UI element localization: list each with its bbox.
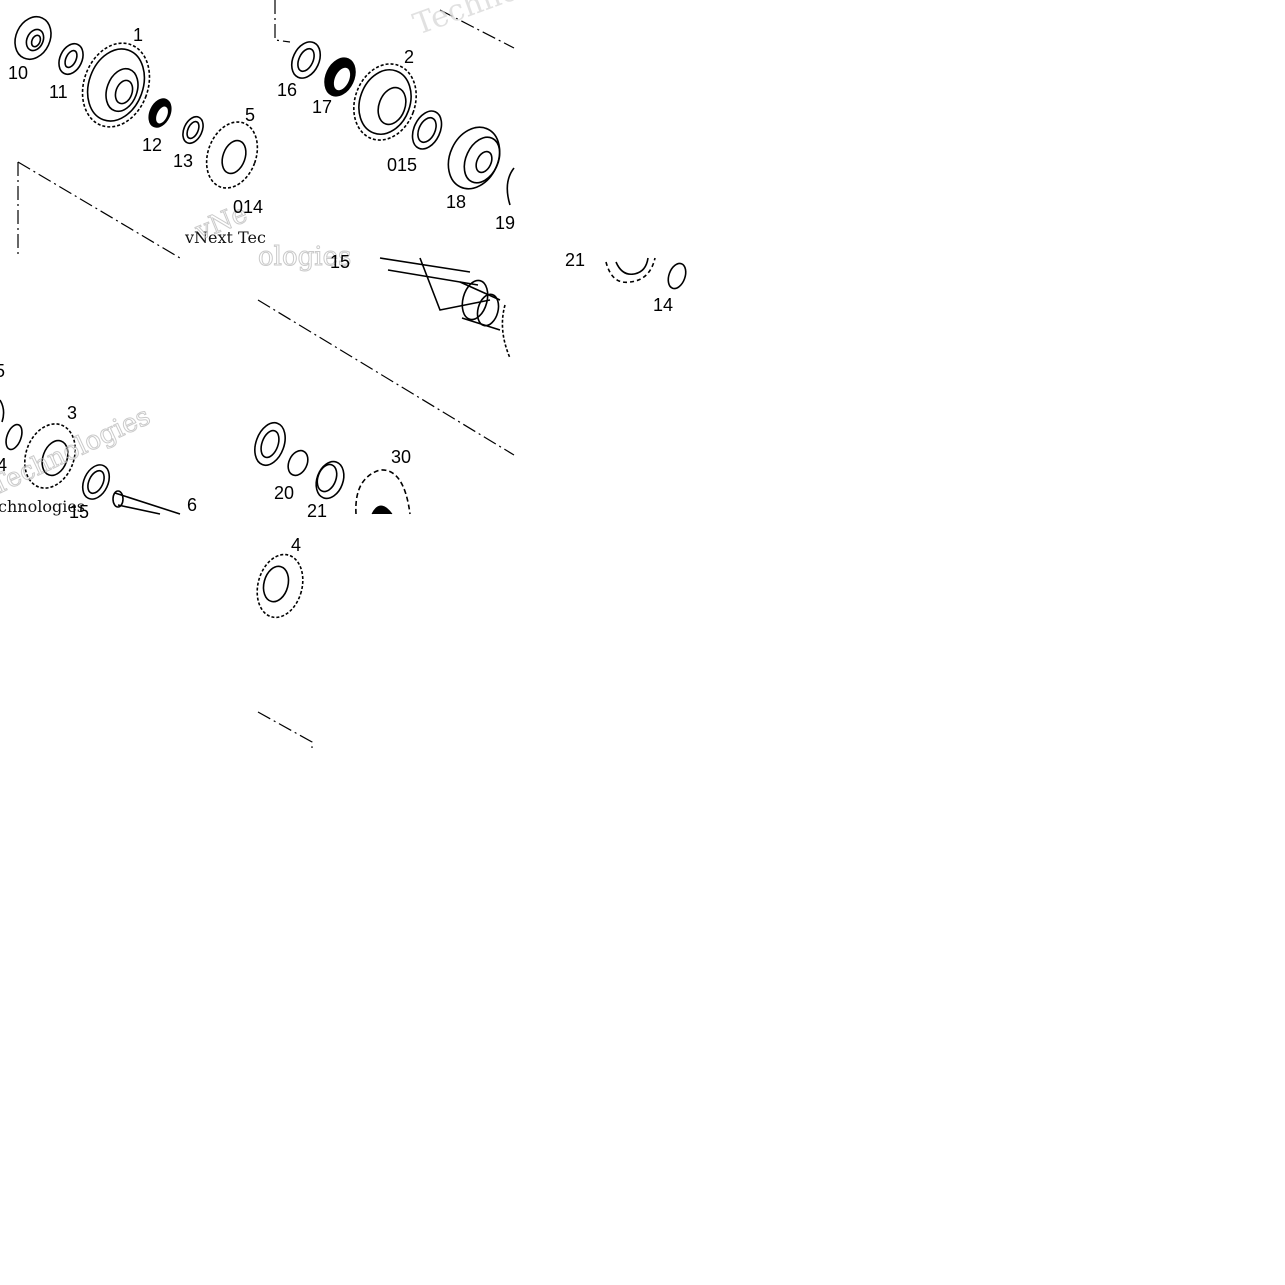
part-label-18: 18	[446, 192, 466, 212]
part-label-3: 3	[67, 403, 77, 423]
washer-part-partial	[254, 421, 286, 467]
bushing-part-21	[315, 460, 345, 500]
part-label-10: 10	[8, 63, 28, 83]
part-label-30: 30	[391, 447, 411, 467]
circlip-part-20	[287, 449, 309, 477]
washer-part-11	[58, 42, 84, 76]
part-label-16: 16	[277, 80, 297, 100]
part-label-5: 5	[0, 361, 5, 381]
part-label-11: 11	[49, 82, 68, 102]
needle-bearing-part-12	[148, 98, 172, 128]
frame-line	[274, 0, 291, 43]
part-label-17: 17	[312, 97, 332, 117]
circlip-part-4	[5, 423, 23, 451]
part-label-2: 2	[404, 47, 414, 67]
circlip-part-14	[667, 262, 687, 290]
part-label-5: 5	[245, 105, 255, 125]
part-label-15: 15	[69, 502, 89, 522]
part-label-21: 21	[307, 501, 327, 521]
part-label-4: 4	[291, 535, 301, 555]
tile-middle-third: 21 14	[565, 250, 687, 315]
watermark-text: vNext Tec	[184, 228, 266, 247]
gear-part-sprocket	[605, 257, 656, 284]
part-label-015: 015	[387, 155, 417, 175]
tile-middle-first: 5 Technologies chnologies 3 4 15 6	[0, 361, 197, 522]
tile-top-second: Techno 16 1	[274, 0, 523, 233]
needle-bearing-part-17	[324, 57, 356, 97]
watermark-text: ologies	[258, 242, 351, 272]
bearing-part-18	[447, 126, 501, 190]
gear-part-1	[81, 42, 151, 128]
part-label-19: 19	[495, 213, 515, 233]
gear-part-5-top	[205, 121, 259, 189]
part-label-1: 1	[133, 25, 143, 45]
part-label-13: 13	[173, 151, 193, 171]
axis-line	[439, 9, 515, 49]
part-label-15: 15	[330, 252, 350, 272]
tile-top-left: vNext Tec vNe 10 11 1 12 13 5 014	[8, 16, 266, 259]
washer-part-015	[411, 110, 443, 150]
part-label-20: 20	[274, 483, 294, 503]
part-label-21: 21	[565, 250, 585, 270]
part-label-6: 6	[187, 495, 197, 515]
shaft-part	[379, 257, 511, 359]
tile-lower-second: 20 21 30	[254, 421, 411, 521]
gear-part-3	[23, 423, 77, 489]
washer-part-13	[182, 115, 204, 145]
gear-part-5-bottom	[0, 399, 5, 423]
washer-part-15	[81, 464, 111, 500]
part-label-4: 4	[0, 455, 7, 475]
part-label-14: 14	[653, 295, 673, 315]
watermark-text: Techno	[409, 0, 523, 43]
part-label-014: 014	[233, 197, 263, 217]
watermark-text: chnologies	[0, 497, 85, 516]
part-label-12: 12	[142, 135, 162, 155]
frame-line	[257, 711, 313, 748]
gear-part-2	[353, 63, 417, 141]
tile-middle-second: ologies 15	[257, 242, 515, 456]
sprocket-part-30	[355, 469, 411, 515]
tile-bottom-second: 4	[256, 535, 313, 748]
bearing-part-10	[14, 16, 52, 60]
axis-line	[257, 299, 515, 456]
watermark-text: Technologies	[0, 401, 155, 501]
gear-part-4	[256, 553, 304, 619]
axis-line	[17, 161, 181, 259]
washer-part-16	[290, 41, 322, 79]
washer-part-19	[506, 167, 515, 206]
shaft-part-6	[112, 490, 181, 515]
